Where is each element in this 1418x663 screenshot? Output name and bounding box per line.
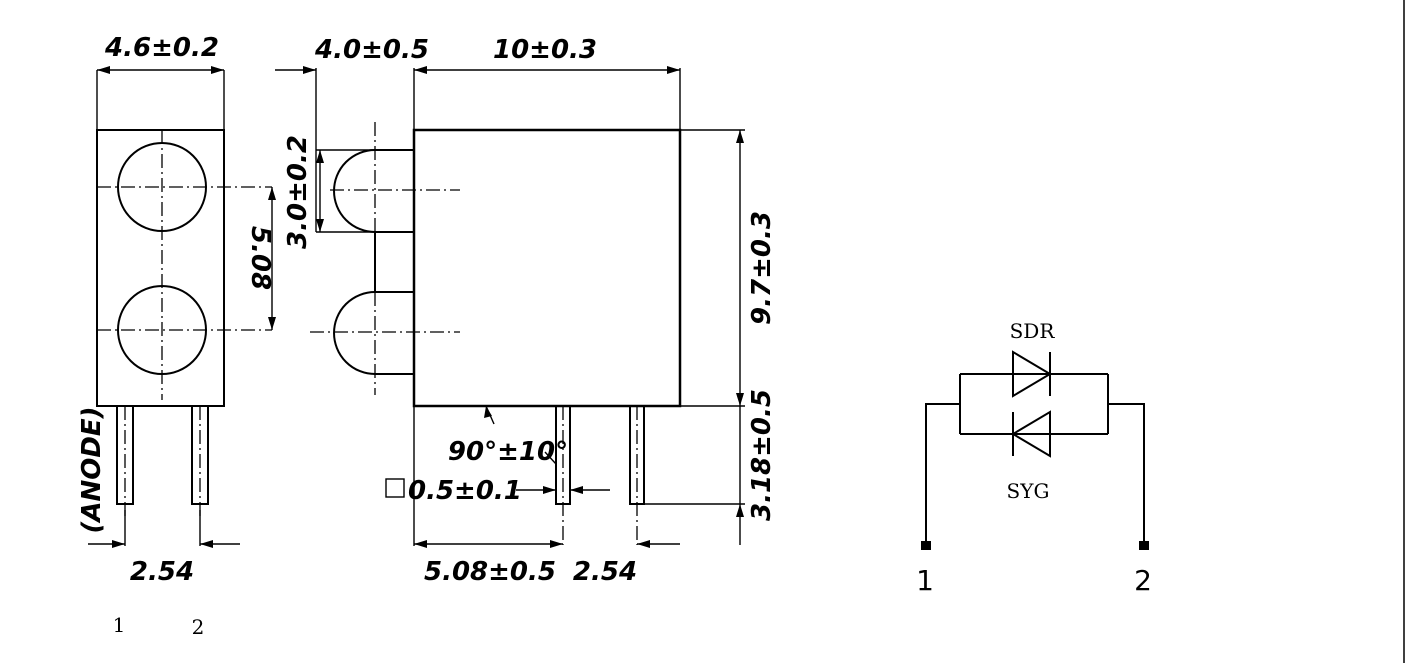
front-lead-pitch-dim: 2.54 — [130, 557, 194, 587]
side-offset-dim: 4.0±0.5 — [314, 35, 429, 65]
side-lead-pitch-dim: 2.54 — [573, 557, 637, 587]
side-standoff-dim: 3.18±0.5 — [747, 389, 777, 521]
side-lens-dim: 3.0±0.2 — [283, 135, 313, 249]
syg-diode-symbol — [1011, 410, 1051, 458]
schematic-pin1-label: 1 — [916, 564, 934, 597]
square-lead-symbol — [385, 478, 405, 498]
schematic: SDR SYG 1 2 — [916, 319, 1152, 597]
side-length-dim: 10±0.3 — [493, 35, 597, 65]
front-pitch-dim: 5.08 — [245, 226, 275, 290]
sdr-label: SDR — [1010, 319, 1056, 343]
front-housing — [96, 129, 225, 407]
front-pin1-label: 1 — [113, 613, 126, 637]
side-view: 4.0±0.5 10±0.3 3.0±0.2 9.7±0.3 90°±10° 0… — [275, 35, 777, 587]
side-lead-size-dim: 0.5±0.1 — [408, 476, 522, 506]
front-view: 4.6±0.2 5.08 (ANODE) 2.54 1 2 — [77, 33, 276, 639]
side-height-dim: 9.7±0.3 — [747, 211, 777, 325]
anode-label: (ANODE) — [77, 406, 107, 533]
sdr-diode-symbol — [1012, 350, 1052, 398]
side-lens-top — [333, 149, 414, 233]
front-width-dim: 4.6±0.2 — [104, 33, 219, 63]
syg-label: SYG — [1007, 479, 1050, 503]
front-pin2-label: 2 — [192, 615, 205, 639]
side-lens-bottom — [333, 291, 414, 375]
pin1-terminal — [921, 541, 931, 550]
side-housing — [412, 128, 682, 408]
side-angle-dim: 90°±10° — [448, 437, 568, 467]
side-lead-offset-dim: 5.08±0.5 — [424, 557, 556, 587]
pin2-terminal — [1139, 541, 1149, 550]
schematic-pin2-label: 2 — [1134, 564, 1152, 597]
